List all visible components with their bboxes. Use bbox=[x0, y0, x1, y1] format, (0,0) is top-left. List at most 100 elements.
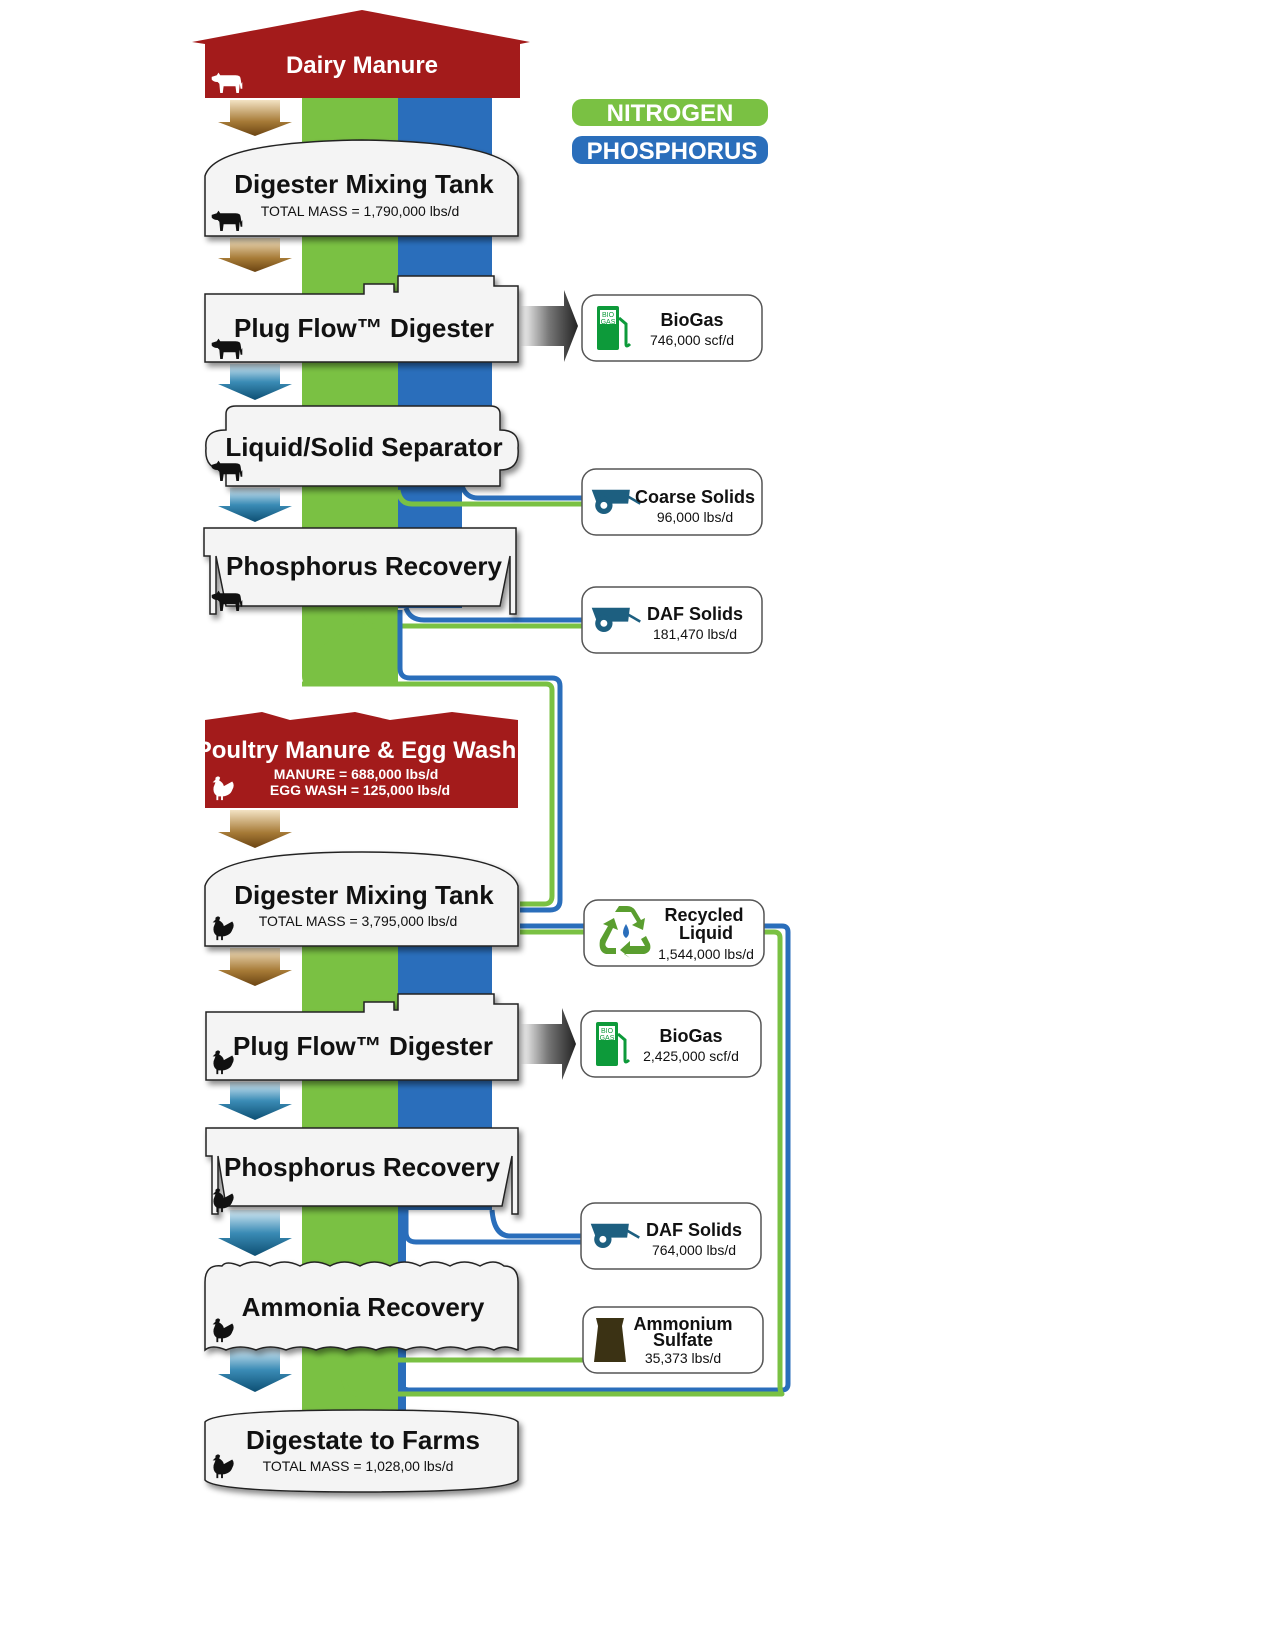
output-recycled-liquid: Recycled Liquid 1,544,000 lbs/d bbox=[583, 899, 765, 967]
output-coarse-solids: Coarse Solids 96,000 lbs/d bbox=[581, 468, 763, 536]
dairy-phosphorus-recovery bbox=[203, 527, 517, 615]
output-title-line-1: Recycled bbox=[664, 905, 743, 925]
down-arrow-7 bbox=[218, 1082, 292, 1120]
poultry-manure-source: Poultry Manure & Egg Wash MANURE = 688,0… bbox=[196, 712, 518, 808]
output-title: DAF Solids bbox=[646, 1220, 742, 1240]
coarse-solids-phosphorus-line bbox=[459, 485, 584, 501]
output-title: BioGas bbox=[659, 1026, 722, 1046]
legend-nitrogen-pill bbox=[572, 99, 768, 126]
output-value: 764,000 lbs/d bbox=[652, 1242, 736, 1258]
output-value: 2,425,000 scf/d bbox=[643, 1048, 739, 1064]
down-arrow-1 bbox=[218, 100, 292, 136]
daf-poultry-phosphorus-line-2 bbox=[403, 1210, 584, 1245]
output-value: 1,544,000 lbs/d bbox=[658, 946, 754, 962]
output-daf-solids-dairy: DAF Solids 181,470 lbs/d bbox=[581, 586, 763, 654]
legend: NITROGEN PHOSPHORUS bbox=[572, 99, 768, 165]
poultry-digestate-to-farms bbox=[204, 1409, 519, 1493]
legend-phosphorus-label: PHOSPHORUS bbox=[587, 138, 758, 165]
svg-text:GAS: GAS bbox=[601, 319, 616, 326]
gas-arrow-poultry bbox=[520, 1008, 576, 1080]
biogas-pump-icon: BIO GAS bbox=[596, 1022, 631, 1066]
poultry-digester-mixing-tank bbox=[204, 851, 519, 947]
daf-poultry-phosphorus-line bbox=[489, 1209, 584, 1239]
daf-dairy-nitrogen-line bbox=[357, 611, 584, 629]
svg-text:BIO: BIO bbox=[601, 1028, 614, 1035]
output-ammonium-sulfate: Ammonium Sulfate 35,373 lbs/d bbox=[582, 1306, 764, 1374]
dairy-plug-flow-digester bbox=[204, 275, 519, 363]
poultry-ammonia-title: Ammonia Recovery bbox=[242, 1292, 485, 1322]
dairy-manure-roof bbox=[192, 10, 530, 98]
output-title-line-2: Liquid bbox=[679, 923, 733, 943]
output-title-line-2: Sulfate bbox=[653, 1330, 713, 1350]
down-arrow-4 bbox=[218, 488, 292, 522]
dairy-separator-title: Liquid/Solid Separator bbox=[225, 432, 502, 462]
output-value: 96,000 lbs/d bbox=[657, 509, 733, 525]
output-box bbox=[582, 1306, 764, 1374]
coarse-solids-nitrogen-line bbox=[395, 489, 584, 507]
output-daf-solids-poultry: DAF Solids 764,000 lbs/d bbox=[580, 1202, 762, 1270]
output-box bbox=[581, 468, 763, 536]
recycle-loop-phosphorus-line bbox=[399, 923, 791, 1393]
dairy-transfer-phosphorus-line bbox=[397, 610, 563, 913]
output-value: 35,373 lbs/d bbox=[645, 1350, 721, 1366]
dairy-plug-flow-title: Plug Flow™ Digester bbox=[234, 313, 494, 343]
poultry-plug-flow-shape bbox=[205, 993, 519, 1081]
biogas-pump-icon: BIO GAS bbox=[597, 306, 632, 350]
output-biogas-poultry: BIO GAS BioGas 2,425,000 scf/d bbox=[580, 1010, 762, 1078]
svg-text:BIO: BIO bbox=[602, 312, 615, 319]
dairy-digester-mixing-tank bbox=[204, 139, 519, 237]
poultry-plug-flow-title: Plug Flow™ Digester bbox=[233, 1031, 493, 1061]
down-arrows bbox=[218, 100, 292, 1392]
dairy-transfer-nitrogen-line bbox=[302, 681, 555, 907]
down-arrow-8 bbox=[218, 1210, 292, 1256]
poultry-phos-recovery-title: Phosphorus Recovery bbox=[224, 1152, 501, 1182]
output-value: 746,000 scf/d bbox=[650, 332, 734, 348]
poultry-mixing-tank-title: Digester Mixing Tank bbox=[234, 880, 494, 910]
poultry-mixing-tank-shape bbox=[204, 851, 519, 947]
dairy-manure-source: Dairy Manure bbox=[192, 10, 530, 98]
digestate-shape bbox=[204, 1409, 519, 1493]
gas-arrow-dairy bbox=[520, 290, 578, 362]
dairy-plug-flow-shape bbox=[204, 275, 519, 363]
poultry-plug-flow-digester bbox=[205, 993, 519, 1081]
recycle-water-icon bbox=[599, 906, 651, 958]
poultry-manure-amount: MANURE = 688,000 lbs/d bbox=[274, 766, 439, 782]
output-title: DAF Solids bbox=[647, 604, 743, 624]
nitrogen-column-dairy-bend bbox=[302, 620, 398, 686]
dairy-mixing-tank-shape bbox=[204, 139, 519, 237]
svg-text:GAS: GAS bbox=[600, 1035, 615, 1042]
poultry-ammonia-shape bbox=[204, 1261, 519, 1352]
poultry-manure-roof bbox=[205, 712, 518, 808]
output-box bbox=[580, 1202, 762, 1270]
output-biogas-dairy: BIO GAS BioGas 746,000 scf/d bbox=[581, 294, 763, 362]
poultry-ammonia-recovery bbox=[204, 1261, 519, 1352]
dairy-separator-shape bbox=[205, 405, 519, 487]
dairy-liquid-solid-separator bbox=[205, 405, 519, 487]
digestate-mass: TOTAL MASS = 1,028,00 lbs/d bbox=[263, 1458, 454, 1474]
legend-phosphorus-pill bbox=[572, 136, 768, 164]
dairy-mixing-tank-title: Digester Mixing Tank bbox=[234, 169, 494, 199]
daf-dairy-phosphorus-line bbox=[403, 607, 584, 623]
legend-nitrogen-label: NITROGEN bbox=[607, 100, 734, 127]
poultry-eggwash-amount: EGG WASH = 125,000 lbs/d bbox=[270, 782, 450, 798]
output-title-line-1: Ammonium bbox=[634, 1314, 733, 1334]
down-arrow-5 bbox=[218, 810, 292, 848]
fertilizer-bag-icon bbox=[594, 1318, 626, 1362]
down-arrow-2 bbox=[218, 238, 292, 272]
dairy-mixing-tank-mass: TOTAL MASS = 1,790,000 lbs/d bbox=[261, 203, 460, 219]
output-value: 181,470 lbs/d bbox=[653, 626, 737, 642]
dairy-manure-title: Dairy Manure bbox=[286, 52, 438, 79]
digestate-title: Digestate to Farms bbox=[246, 1425, 480, 1455]
down-arrow-3 bbox=[218, 364, 292, 400]
output-box bbox=[581, 586, 763, 654]
dairy-phos-recovery-title: Phosphorus Recovery bbox=[226, 551, 503, 581]
output-title: Coarse Solids bbox=[635, 487, 755, 507]
down-arrow-6 bbox=[218, 948, 292, 986]
gas-arrows bbox=[520, 290, 578, 1080]
output-title: BioGas bbox=[660, 310, 723, 330]
poultry-manure-title: Poultry Manure & Egg Wash bbox=[196, 737, 516, 764]
poultry-mixing-tank-mass: TOTAL MASS = 3,795,000 lbs/d bbox=[259, 913, 458, 929]
down-arrow-9 bbox=[218, 1348, 292, 1392]
dairy-phos-recovery-shape bbox=[203, 527, 517, 615]
